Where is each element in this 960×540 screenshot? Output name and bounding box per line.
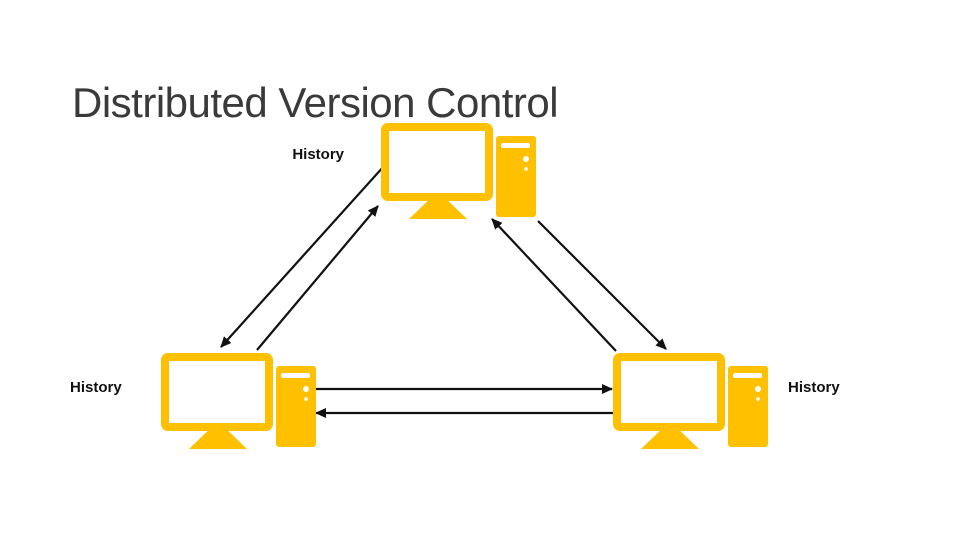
- top-computer-node: [381, 123, 537, 219]
- tower-button-icon: [756, 397, 760, 401]
- monitor-icon: [613, 353, 725, 431]
- monitor-icon: [381, 123, 493, 201]
- tower-slot-icon: [501, 143, 530, 148]
- monitor-icon: [161, 353, 273, 431]
- tower-button-icon: [304, 397, 308, 401]
- tower-icon: [728, 366, 768, 447]
- arrow-top-to-bottomleft: [220, 165, 385, 348]
- bottom-right-computer-node: [613, 353, 769, 449]
- tower-icon: [276, 366, 316, 447]
- tower-icon: [496, 136, 536, 217]
- arrow-bottomleft-to-top: [256, 205, 379, 351]
- tower-button-icon: [523, 156, 529, 162]
- monitor-stand-icon: [189, 430, 247, 449]
- tower-slot-icon: [733, 373, 762, 378]
- tower-button-icon: [524, 167, 528, 171]
- arrow-top-to-bottomright: [537, 220, 667, 350]
- bottom-left-computer-node: [161, 353, 317, 449]
- tower-button-icon: [303, 386, 309, 392]
- monitor-stand-icon: [409, 200, 467, 219]
- monitor-stand-icon: [641, 430, 699, 449]
- arrow-bottomright-to-top: [491, 218, 617, 352]
- tower-button-icon: [755, 386, 761, 392]
- history-label-bottom-right: History: [788, 379, 840, 396]
- tower-slot-icon: [281, 373, 310, 378]
- history-label-bottom-left: History: [70, 379, 122, 396]
- history-label-top: History: [292, 146, 344, 163]
- slide-title: Distributed Version Control: [72, 79, 559, 127]
